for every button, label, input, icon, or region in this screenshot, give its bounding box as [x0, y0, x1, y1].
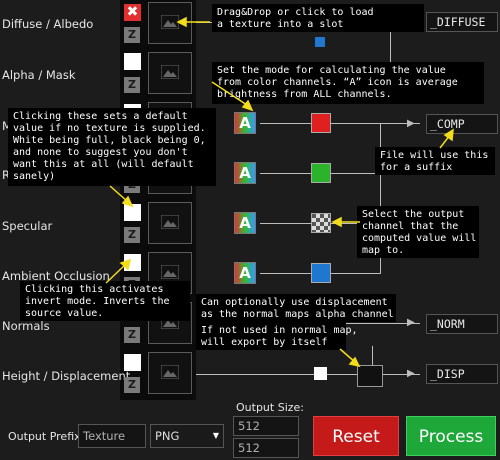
arrow-right-icon: ▶	[407, 118, 415, 129]
tooltip-invert: Clicking this activates invert mode. Inv…	[20, 281, 190, 321]
texture-slot[interactable]	[148, 52, 192, 94]
average-mode-button[interactable]: A	[234, 212, 256, 234]
callout-arrow-default	[109, 185, 129, 203]
normal-suffix-field[interactable]: _NORM	[426, 314, 498, 334]
diffuse-suffix-field[interactable]: _DIFFUSE	[426, 12, 498, 32]
output-width-input[interactable]: 512	[233, 416, 299, 436]
invert-icon[interactable]: Z	[124, 77, 140, 93]
average-mode-button[interactable]: A	[234, 262, 256, 284]
callout-arrow-invert	[105, 263, 127, 284]
callout-arrow-output-channel-head	[331, 216, 342, 228]
tooltip-mode: Set the mode for calculating the value f…	[212, 62, 484, 104]
connector-line	[390, 22, 391, 64]
format-select[interactable]: PNG ▼	[150, 424, 224, 448]
image-icon	[161, 365, 179, 379]
channel-label-height: Height / Displacement	[2, 369, 131, 383]
tooltip-default-value: Clicking these sets a default value if n…	[8, 108, 216, 186]
connector-line	[196, 374, 420, 375]
output-prefix-input[interactable]: Texture	[78, 424, 146, 448]
output-channel-none[interactable]	[311, 213, 331, 233]
callout-arrow-export-head	[348, 356, 361, 368]
tooltip-displacement: Can optionally use displacement as the n…	[196, 294, 396, 322]
callout-arrow-mode-head	[241, 99, 254, 112]
tooltip-export-self: If not used in normal map, will export b…	[196, 322, 358, 350]
output-prefix-label: Output Prefix:	[8, 430, 85, 443]
channel-marker	[315, 37, 325, 47]
average-mode-button[interactable]: A	[234, 112, 256, 134]
displacement-channel-picker[interactable]	[357, 365, 383, 387]
reset-button[interactable]: Reset	[313, 416, 399, 456]
tooltip-drag-drop: Drag&Drop or click to load a texture int…	[212, 4, 424, 32]
connector-line	[372, 346, 373, 368]
image-icon	[161, 15, 179, 29]
default-white-toggle[interactable]	[124, 354, 141, 371]
image-icon	[161, 65, 179, 79]
image-icon	[161, 315, 179, 329]
callout-arrow-default-head	[121, 195, 134, 208]
arrow-right-icon: ▶	[407, 317, 415, 328]
tooltip-output-channel: Select the output channel that the compu…	[357, 206, 479, 258]
format-select-value: PNG	[155, 429, 180, 443]
default-white-toggle[interactable]	[124, 204, 141, 221]
process-button[interactable]: Process	[406, 416, 496, 456]
texture-slot[interactable]	[148, 202, 192, 244]
chevron-down-icon: ▼	[212, 431, 219, 440]
callout-arrow-invert-head	[119, 258, 132, 271]
callout-arrow-suffix-head	[443, 128, 454, 142]
connector-line	[380, 123, 381, 274]
output-channel-blue[interactable]	[311, 263, 331, 283]
output-channel-red[interactable]	[311, 113, 331, 133]
texture-slot[interactable]	[148, 352, 192, 394]
channel-label-rough: R	[2, 168, 10, 182]
average-mode-button[interactable]: A	[234, 162, 256, 184]
channel-label-metal: M	[2, 119, 12, 133]
displacement-default-toggle[interactable]	[314, 367, 327, 380]
invert-icon[interactable]: Z	[124, 327, 140, 343]
channel-label-ao: Ambient Occlusion	[2, 269, 110, 283]
comp-suffix-field[interactable]: _COMP	[426, 114, 498, 134]
arrow-right-icon: ▶	[407, 368, 415, 379]
default-none-toggle[interactable]: ✖	[124, 4, 141, 21]
connector-line	[260, 123, 420, 124]
invert-icon[interactable]: Z	[124, 227, 140, 243]
callout-arrow-mode	[211, 81, 251, 108]
image-icon	[161, 265, 179, 279]
output-size-label: Output Size:	[236, 401, 304, 414]
displacement-suffix-field[interactable]: _DISP	[426, 364, 498, 384]
tooltip-suffix: File will use this for a suffix	[375, 147, 495, 175]
output-height-input[interactable]: 512	[233, 438, 299, 458]
invert-icon[interactable]: Z	[124, 377, 140, 393]
channel-label-normals: Normals	[2, 319, 50, 333]
default-white-toggle[interactable]	[124, 53, 141, 70]
image-icon	[161, 215, 179, 229]
output-channel-green[interactable]	[311, 163, 331, 183]
channel-label-alpha: Alpha / Mask	[2, 68, 76, 82]
channel-label-diffuse: Diffuse / Albedo	[2, 17, 94, 31]
invert-icon[interactable]: Z	[124, 27, 140, 43]
channel-label-specular: Specular	[2, 219, 53, 233]
callout-arrow-drag-drop-head	[176, 16, 187, 28]
